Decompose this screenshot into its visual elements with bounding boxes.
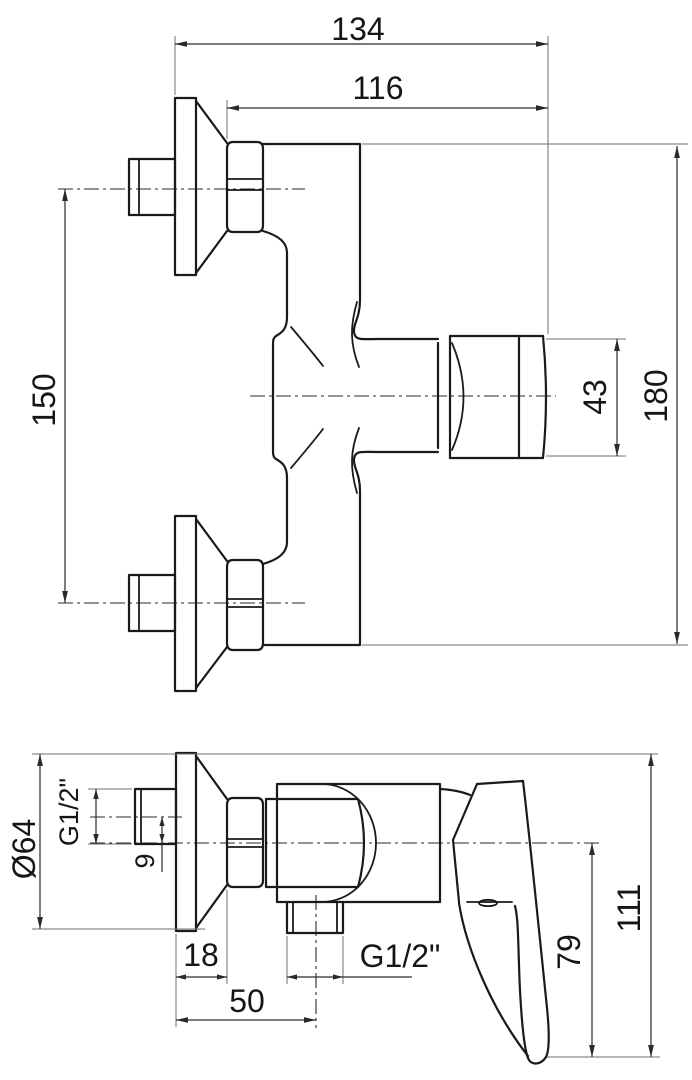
dim-label-111: 111 (611, 884, 647, 933)
dim-wall-to-outlet-axis: 50 (176, 983, 316, 1023)
dim-inlet-spacing: 150 (26, 189, 68, 603)
front-view: 134 116 150 180 (26, 11, 688, 693)
dim-label-116: 116 (352, 70, 403, 106)
dim-label-18: 18 (183, 937, 219, 973)
handle-detail-dot (478, 898, 498, 908)
dim-flange-diameter: Ø64 (6, 753, 658, 930)
dim-label-50: 50 (229, 983, 265, 1019)
side-inlet-assembly (133, 751, 265, 933)
dim-label-9: 9 (130, 853, 160, 868)
bottom-inlet-assembly (127, 514, 265, 693)
dim-eccentric-offset: 9 (130, 817, 165, 872)
dim-label-150: 150 (26, 373, 62, 426)
dim-total-depth: 111 (611, 754, 654, 1057)
front-view-centerlines (58, 188, 556, 604)
side-view: Ø64 G1/2" 9 18 (6, 751, 660, 1065)
dim-label-180: 180 (638, 369, 674, 422)
lever-handle (438, 779, 550, 1065)
dim-label-134: 134 (331, 11, 384, 47)
dim-cartridge-diameter: 43 (546, 338, 626, 457)
dim-body-width: 116 (226, 70, 548, 139)
mixer-body-front (261, 142, 440, 647)
mixer-body-side (264, 782, 442, 904)
top-inlet-assembly (127, 96, 265, 277)
dim-axis-to-handle-tip: 79 (547, 843, 660, 1058)
dim-label-outlet-thread: G1/2" (360, 938, 441, 974)
dim-wall-to-nut: 18 (175, 890, 228, 1027)
side-view-centerlines (90, 816, 601, 1028)
dim-label-inlet-thread: G1/2" (54, 778, 84, 846)
dim-inlet-thread: G1/2" (54, 778, 132, 846)
dim-total-width: 134 (174, 11, 549, 334)
cartridge-cylinder (436, 334, 548, 460)
shower-outlet (285, 900, 345, 935)
dim-label-43: 43 (577, 379, 613, 415)
dim-label-79: 79 (551, 934, 587, 970)
dim-total-height: 180 (362, 143, 688, 646)
dim-label-flange-diameter: Ø64 (6, 819, 42, 879)
dim-outlet-thread: G1/2" (286, 936, 441, 984)
